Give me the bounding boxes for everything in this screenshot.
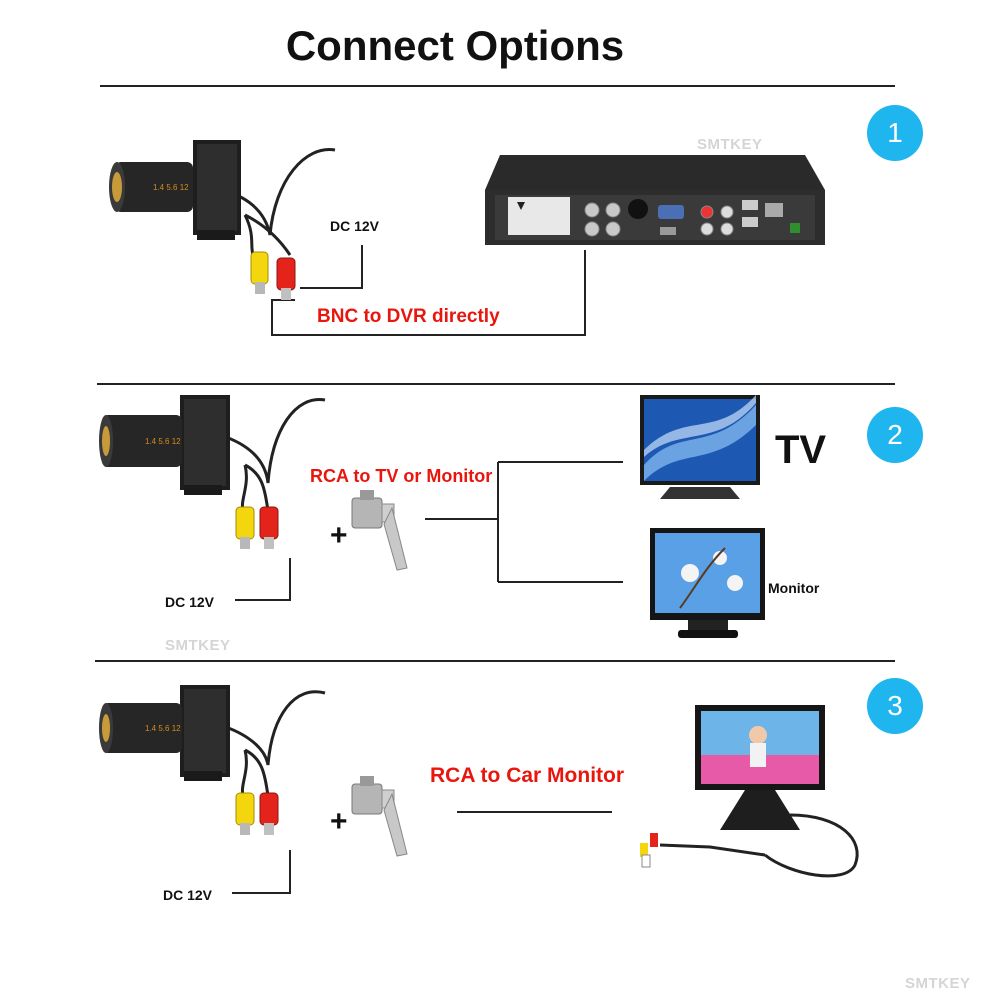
tv-icon xyxy=(640,395,760,499)
dvr-icon xyxy=(485,155,825,245)
svg-text:1.4 5.6 12: 1.4 5.6 12 xyxy=(145,437,181,446)
svg-text:1.4 5.6 12: 1.4 5.6 12 xyxy=(145,724,181,733)
option-3-badge: 3 xyxy=(867,678,923,734)
bnc-rca-adapter-icon xyxy=(351,776,408,857)
divider-1-2 xyxy=(97,383,895,385)
camera-icon: 1.4 5.6 12 xyxy=(99,685,326,835)
watermark-3: SMTKEY xyxy=(905,975,971,992)
option-2-badge: 2 xyxy=(867,407,923,463)
divider-2-3 xyxy=(95,660,895,662)
watermark-1: SMTKEY xyxy=(697,136,763,153)
page-title: Connect Options xyxy=(285,22,625,69)
option-2-plus: + xyxy=(330,519,348,552)
option-1-connection-label: BNC to DVR directly xyxy=(317,306,500,327)
camera-icon: 1.4 5.6 12 xyxy=(99,395,326,549)
option-3-plus: + xyxy=(330,805,348,838)
option-2-connection-label: RCA to TV or Monitor xyxy=(310,466,493,486)
camera-icon: 1.4 5.6 12 xyxy=(109,140,336,300)
divider-top xyxy=(100,85,895,87)
option-3-connection-label: RCA to Car Monitor xyxy=(430,764,625,787)
option-1-power-label: DC 12V xyxy=(330,218,380,234)
car-monitor-icon xyxy=(640,705,859,878)
monitor-label: Monitor xyxy=(768,580,820,596)
watermark-2: SMTKEY xyxy=(165,637,231,654)
monitor-icon xyxy=(650,528,765,638)
bnc-rca-adapter-icon xyxy=(351,490,408,571)
option-2-power-label: DC 12V xyxy=(165,594,215,610)
option-1-badge: 1 xyxy=(867,105,923,161)
option-3-power-label: DC 12V xyxy=(163,887,213,903)
tv-label: TV xyxy=(775,428,827,472)
svg-text:1.4 5.6 12: 1.4 5.6 12 xyxy=(153,183,189,192)
